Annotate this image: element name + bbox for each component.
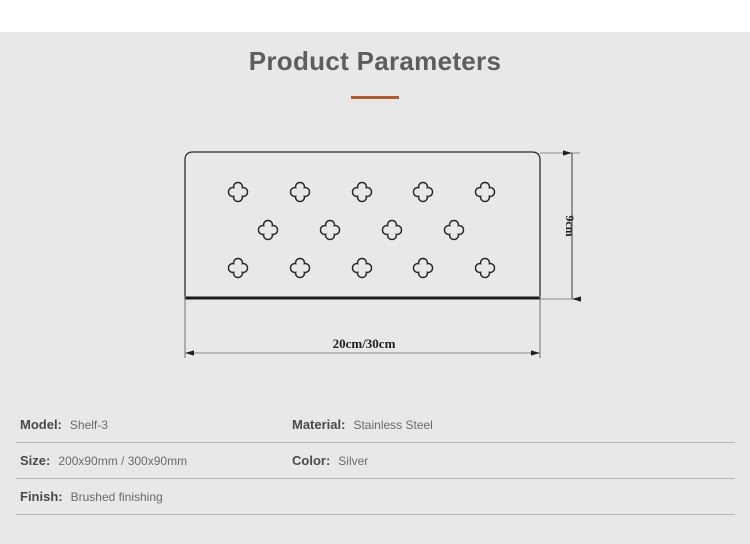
- spec-value: 200x90mm / 300x90mm: [58, 453, 188, 468]
- width-dimension-label: 20cm/30cm: [333, 336, 396, 351]
- top-white-band: [0, 0, 750, 32]
- spec-key: Size:: [20, 453, 51, 468]
- spec-key: Model:: [20, 417, 62, 432]
- spec-value: Silver: [338, 453, 369, 468]
- width-dimension: 20cm/30cm: [184, 296, 541, 358]
- title-block: Product Parameters: [0, 44, 750, 99]
- title-accent-rule: [351, 96, 399, 99]
- spec-value: Brushed finishing: [70, 489, 163, 504]
- spec-material: Material: Stainless Steel: [292, 407, 433, 442]
- specification-table: Model: Shelf-3 Material: Stainless Steel…: [16, 407, 735, 515]
- spec-finish: Finish: Brushed finishing: [20, 479, 163, 514]
- spec-color: Color: Silver: [292, 443, 368, 478]
- table-row: Size: 200x90mm / 300x90mm Color: Silver: [16, 443, 735, 479]
- spec-key: Finish:: [20, 489, 63, 504]
- table-row: Model: Shelf-3 Material: Stainless Steel: [16, 407, 735, 443]
- product-diagram: 9cm 20cm/30cm: [0, 150, 750, 375]
- spec-key: Material:: [292, 417, 346, 432]
- spec-value: Shelf-3: [69, 417, 108, 432]
- spec-key: Color:: [292, 453, 331, 468]
- page-title: Product Parameters: [248, 46, 502, 76]
- table-row: Finish: Brushed finishing: [16, 479, 735, 515]
- spec-size: Size: 200x90mm / 300x90mm: [20, 443, 187, 478]
- spec-value: Stainless Steel: [353, 417, 433, 432]
- height-dimension: 9cm: [540, 150, 581, 302]
- shelf-panel: [184, 151, 541, 300]
- spec-model: Model: Shelf-3: [20, 407, 108, 442]
- height-dimension-label: 9cm: [563, 215, 577, 236]
